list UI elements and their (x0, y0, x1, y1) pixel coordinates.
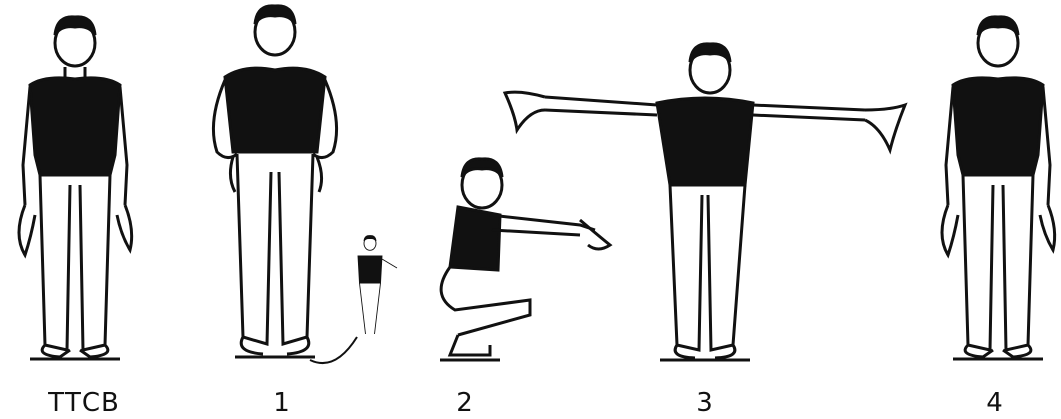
figure-step2-pose (440, 159, 610, 360)
label-step1: 1 (222, 388, 342, 418)
label-step3: 3 (645, 388, 765, 418)
figure-start-pose (19, 17, 132, 359)
label-step4: 4 (935, 388, 1055, 418)
figure-step3-pose (505, 44, 905, 360)
label-start: ТТСВ (24, 388, 144, 418)
figure-step4-pose (942, 17, 1055, 359)
figure-step1-pose (213, 6, 397, 363)
label-step2: 2 (405, 388, 525, 418)
